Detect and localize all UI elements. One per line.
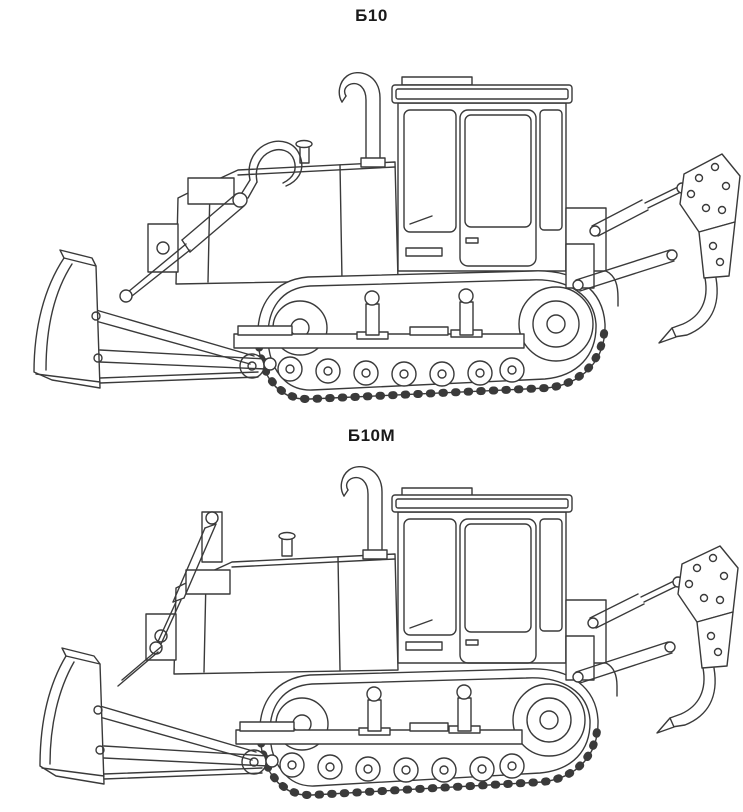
cab [391, 76, 573, 272]
b10m-bulldozer-drawing [39, 465, 739, 800]
blade-lift-cylinder [117, 511, 223, 687]
figure-label-b10: Б10 [355, 6, 388, 25]
ripper-shank [671, 277, 707, 329]
exhaust-stack [340, 465, 388, 560]
track-grousers [257, 718, 602, 800]
rear-ripper [565, 153, 741, 344]
ripper-bracket [679, 153, 741, 233]
track-grousers [255, 322, 609, 404]
track-roller-frame [235, 684, 523, 745]
dozer-blade [39, 655, 105, 785]
door-handle [465, 639, 479, 646]
door-handle [465, 237, 479, 244]
engine-hood [147, 139, 399, 285]
track-roller-frame [233, 288, 525, 349]
exhaust-stack [338, 71, 386, 168]
engine-hood [145, 531, 399, 675]
windshield [403, 109, 457, 233]
ripper-shank [669, 667, 705, 719]
rear-ripper [565, 545, 739, 734]
cab-door [459, 518, 537, 664]
windshield [403, 518, 457, 636]
cab-door [459, 109, 537, 267]
blade-lift-cylinder [119, 192, 248, 303]
blade-and-push-frame [33, 249, 277, 389]
figure-label-b10m: Б10М [347, 426, 396, 445]
ripper-bracket [677, 545, 739, 623]
road-wheels [239, 353, 525, 387]
b10-bulldozer-drawing [33, 71, 741, 404]
dozer-blade [33, 257, 101, 389]
road-wheels [241, 749, 525, 783]
blade-and-push-frame [39, 647, 279, 785]
cab [391, 487, 573, 664]
